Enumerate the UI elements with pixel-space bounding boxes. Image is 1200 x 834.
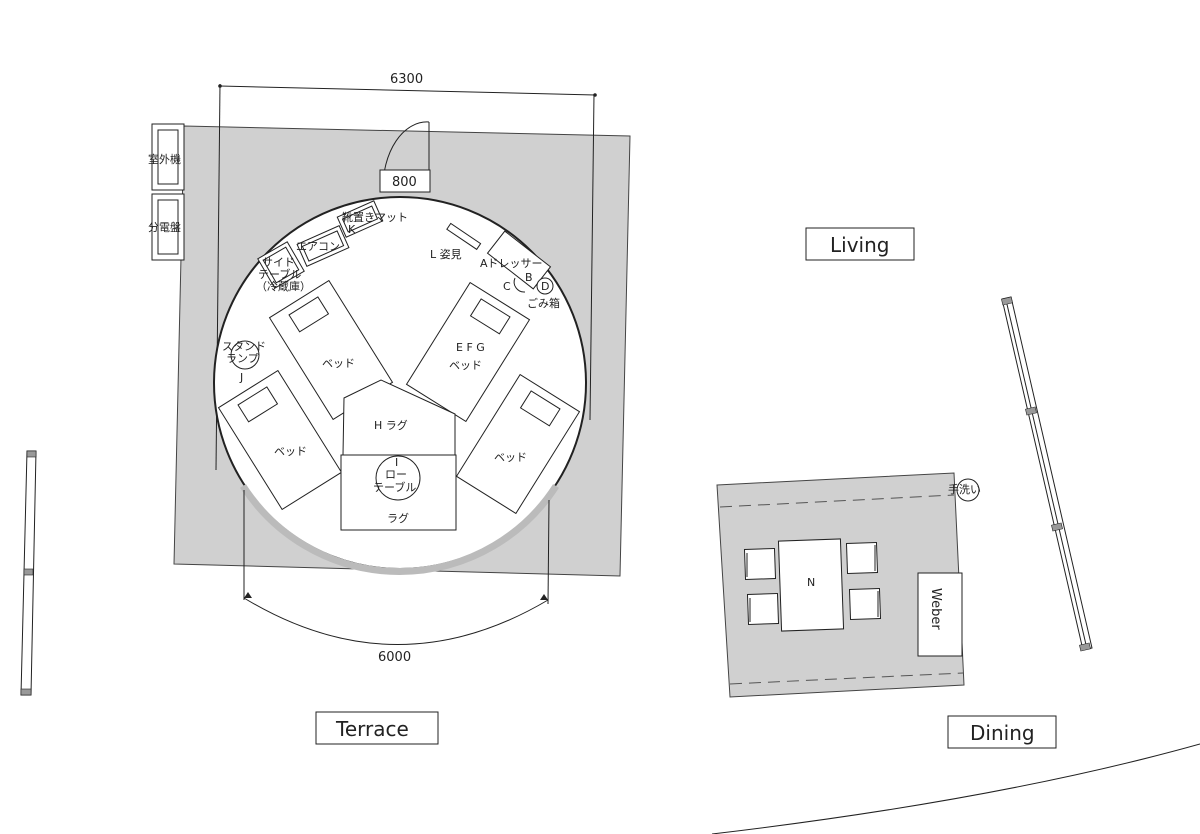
letter-b: B <box>525 271 533 284</box>
rug-label: ラグ <box>387 511 409 525</box>
low-table: I ロー テーブル <box>373 455 421 501</box>
area-dining-label: Dining <box>970 721 1035 745</box>
outdoor-unit-label: 室外機 <box>148 152 181 166</box>
shoe-mat-letter: K <box>348 223 356 236</box>
bed-label-bottom-right: ベッド <box>494 451 527 464</box>
side-table: サイド テーブル （冷蔵庫） <box>256 241 311 293</box>
mirror-label: L 姿見 <box>430 248 462 261</box>
arc-dimension-label: 6000 <box>378 650 411 665</box>
stand-lamp-label-1: スタンド <box>222 340 266 353</box>
side-table-label-3: （冷蔵庫） <box>256 279 311 293</box>
bed-label-bottom-left: ベッド <box>274 445 307 458</box>
dresser: Aドレッサー B C D ごみ箱 <box>480 230 560 310</box>
low-table-label-1: ロー <box>385 468 407 481</box>
railing-left <box>20 450 37 696</box>
chair-1 <box>743 547 777 581</box>
letter-c: C <box>503 280 511 293</box>
shoe-mat: 靴置きマット K <box>336 200 408 238</box>
arc-dimension: 6000 <box>243 490 550 665</box>
area-living-label: Living <box>830 233 889 257</box>
side-table-label-2: テーブル <box>258 267 301 281</box>
bed-label-top-left: ベッド <box>322 357 355 370</box>
stand-lamp-letter: J <box>239 371 243 384</box>
door-width-box <box>379 169 431 193</box>
area-terrace-label: Terrace <box>335 717 409 741</box>
handwash-basin <box>956 478 980 502</box>
weber-grill: Weber <box>917 572 963 657</box>
trash-can <box>536 277 554 295</box>
shoe-mat-label: 靴置きマット <box>342 210 408 224</box>
bed-top-right <box>405 281 531 423</box>
electrical-panel-label: 分電盤 <box>148 221 181 234</box>
low-table-label-2: テーブル <box>373 480 416 494</box>
electrical-panel-box <box>151 193 185 261</box>
ground-curve <box>711 743 1200 834</box>
dresser-label: Aドレッサー <box>480 257 543 270</box>
trash-label: ごみ箱 <box>527 296 560 310</box>
efg-label: E F G <box>456 341 485 354</box>
area-living: Living <box>805 227 915 261</box>
weber-grill-label: Weber <box>928 588 943 630</box>
rug-h: H ラグ <box>342 379 456 456</box>
bed-label-top-right: ベッド <box>449 359 482 372</box>
aircon-label: エアコン <box>296 240 340 253</box>
outdoor-unit-box <box>151 123 185 191</box>
stand-lamp-label-2: ランプ <box>226 352 259 365</box>
dining-table: N <box>777 538 845 632</box>
door: 800 <box>379 121 431 193</box>
low-table-letter: I <box>395 456 398 469</box>
area-dining: Dining <box>947 715 1057 749</box>
railing-right <box>1001 296 1093 652</box>
chair-4 <box>848 587 882 621</box>
handwash-label: 手洗い <box>948 482 981 496</box>
area-terrace: Terrace <box>315 711 439 745</box>
width-dimension: 6300 <box>215 72 597 471</box>
dining-table-label: N <box>807 576 815 589</box>
bed-bottom-right <box>455 373 581 515</box>
stand-lamp: スタンド ランプ J <box>222 340 266 384</box>
chair-3 <box>845 541 879 575</box>
chair-2 <box>746 592 780 626</box>
bed-bottom-left <box>217 369 343 511</box>
letter-d: D <box>541 280 549 293</box>
door-width-label: 800 <box>392 175 417 190</box>
side-table-label-1: サイド <box>262 256 295 269</box>
rug-h-label: H ラグ <box>374 418 408 432</box>
aircon: エアコン <box>296 225 350 267</box>
mirror <box>446 222 482 251</box>
width-dimension-label: 6300 <box>390 72 423 87</box>
tent-wall-shadow <box>240 484 559 575</box>
